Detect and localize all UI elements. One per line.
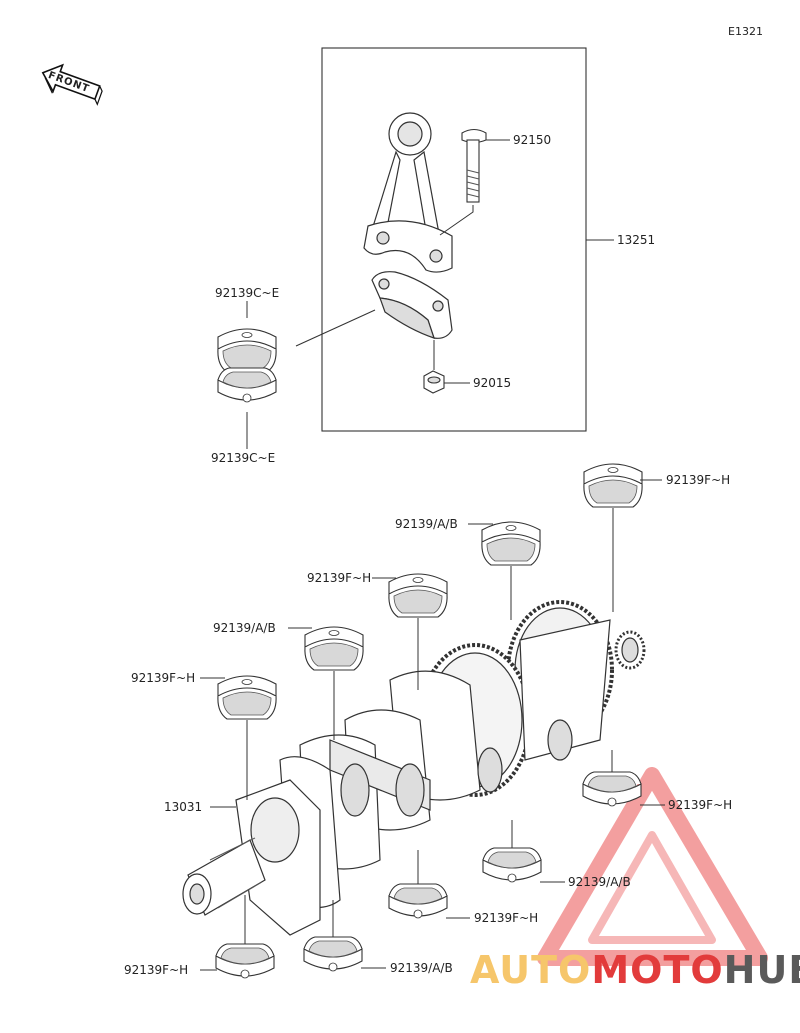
label-main-bearing-f-top: 92139F~H	[666, 473, 731, 487]
label-rod-assembly: 13251	[617, 233, 656, 247]
front-arrow	[41, 63, 103, 106]
main-bearing-ab-1-leader	[468, 523, 512, 620]
nut-92015	[423, 370, 445, 394]
main-bearing-f-top	[583, 463, 643, 508]
main-bearing-f-4	[217, 675, 277, 720]
label-rod-bearing-upper: 92139C~E	[215, 286, 280, 300]
main-bearing-f-4-leader	[200, 677, 248, 800]
label-main-bearing-ab-3: 92139/A/B	[213, 621, 276, 635]
watermark-triangle-logo	[537, 767, 768, 966]
main-bearing-ab-right-leader	[511, 820, 565, 883]
cap-to-bearing-leader	[295, 309, 376, 347]
main-bearing-f-bottom-left-leader	[200, 895, 246, 971]
label-main-bearing-ab-1: 92139/A/B	[395, 517, 458, 531]
watermark-part2: MOTO	[591, 948, 724, 992]
main-bearing-f-bottom-mid-leader	[417, 850, 470, 919]
main-bearing-ab-3-leader	[288, 627, 335, 740]
main-bearing-ab-right	[482, 847, 542, 883]
label-nut: 92015	[473, 376, 512, 390]
label-main-bearing-f-4: 92139F~H	[131, 671, 196, 685]
rod-assembly-box	[321, 47, 587, 432]
main-bearing-ab-1	[481, 521, 541, 566]
main-bearing-f-2-leader	[372, 577, 419, 690]
watermark-part1: AUTO	[470, 948, 592, 992]
label-main-bearing-f-bottom-left: 92139F~H	[124, 963, 189, 977]
connecting-rod	[363, 112, 453, 273]
main-bearing-f-bottom-left	[215, 943, 275, 979]
label-main-bearing-f-2: 92139F~H	[307, 571, 372, 585]
main-bearing-ab-bottom-leader	[332, 900, 386, 969]
main-bearing-f-bottom-mid	[388, 883, 448, 919]
diagram-code: E1321	[728, 25, 763, 38]
main-bearing-f-top-leader	[612, 479, 662, 612]
watermark-part3: HUB	[723, 948, 800, 992]
crankshaft-13031	[182, 600, 646, 936]
rod-bearing-lower	[217, 367, 277, 403]
watermark-text: AUTOMOTOHUB	[470, 950, 800, 990]
label-bolt: 92150	[513, 133, 552, 147]
label-crankshaft: 13031	[164, 800, 203, 814]
label-main-bearing-f-right: 92139F~H	[668, 798, 733, 812]
rod-cap	[371, 271, 453, 339]
bolt-92150	[461, 128, 487, 203]
main-bearing-f-right-leader	[611, 750, 665, 806]
label-main-bearing-ab-bottom: 92139/A/B	[390, 961, 453, 975]
label-rod-bearing-lower: 92139C~E	[211, 451, 276, 465]
main-bearing-ab-bottom	[303, 936, 363, 972]
bolt-axis-line	[439, 205, 474, 236]
main-bearing-f-2	[388, 573, 448, 618]
rod-bearing-upper	[217, 328, 277, 373]
label-main-bearing-f-bottom-mid: 92139F~H	[474, 911, 539, 925]
label-main-bearing-ab-right: 92139/A/B	[568, 875, 631, 889]
main-bearing-ab-3	[304, 626, 364, 671]
